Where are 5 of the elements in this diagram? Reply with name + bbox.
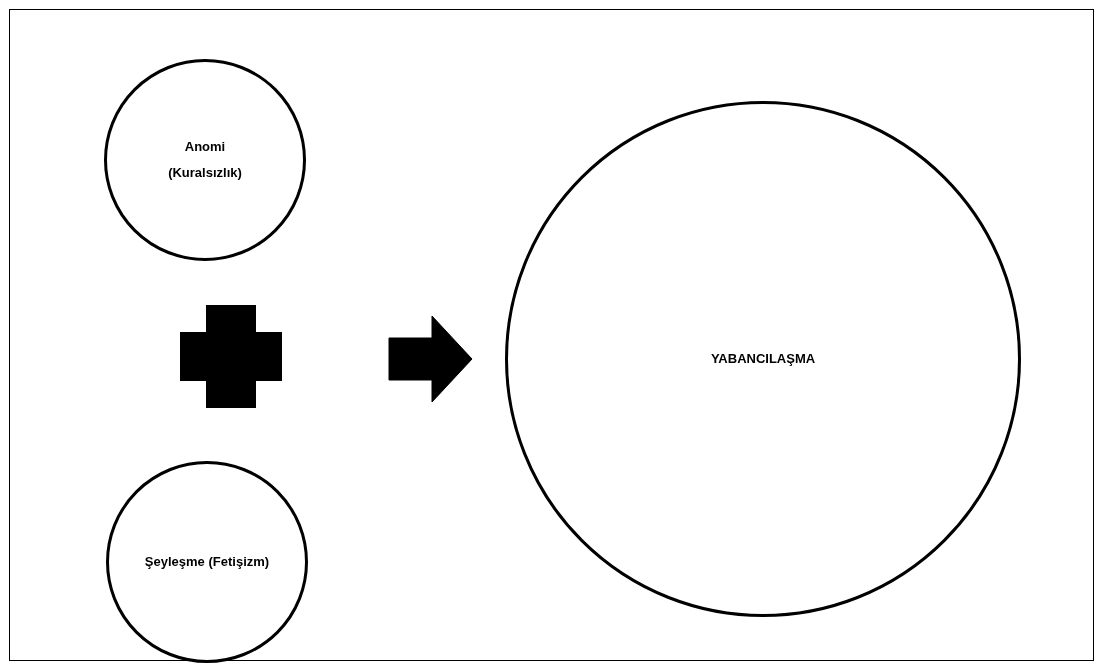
concept-label: (Kuralsızlık) <box>168 165 242 182</box>
concept-label: YABANCILAŞMA <box>710 350 816 368</box>
concept-label: Şeyleşme (Fetişizm) <box>144 553 270 571</box>
concept-label: Anomi <box>184 138 226 155</box>
block-arrow <box>388 315 473 403</box>
